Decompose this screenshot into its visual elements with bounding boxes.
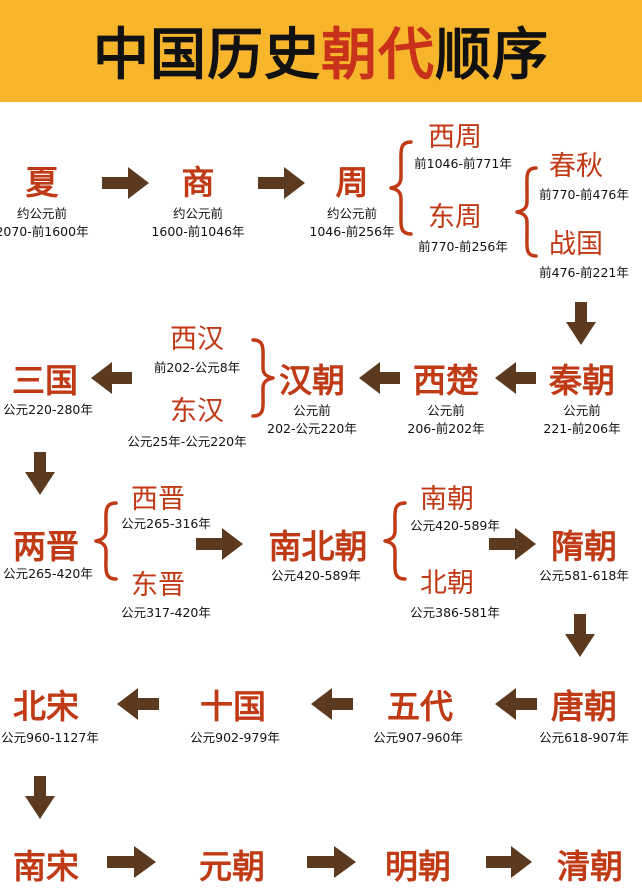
dynasty-dongzhou-line1: 前770-前256年 (418, 239, 508, 254)
right-arrow-icon (196, 528, 243, 560)
left-arrow-icon (91, 362, 132, 394)
dynasty-nansong: 南宋 (13, 847, 79, 886)
dynasty-xihan-line1: 前202-公元8年 (154, 360, 240, 375)
dynasty-dongjin-line1: 公元317-420年 (121, 605, 211, 620)
brace-zhou (389, 140, 413, 236)
dynasty-xichu: 西楚 (413, 361, 479, 400)
dynasty-han-line1: 公元前 (293, 403, 331, 418)
right-arrow-icon (258, 167, 305, 199)
left-arrow-icon (117, 688, 159, 720)
brace-dongzhou (515, 166, 538, 258)
dynasty-xia-line2: 2070-前1600年 (0, 224, 89, 239)
dynasty-sanguo-line1: 公元220-280年 (3, 402, 93, 417)
dynasty-zhou-line2: 1046-前256年 (309, 224, 394, 239)
dynasty-han: 汉朝 (279, 361, 345, 400)
title-banner: 中国历史朝代顺序 (0, 0, 642, 102)
dynasty-nanbeichao: 南北朝 (269, 527, 368, 566)
dynasty-han-line2: 202-公元220年 (267, 421, 357, 436)
dynasty-beisong: 北宋 (13, 687, 79, 726)
dynasty-zhou-line1: 约公元前 (327, 206, 377, 221)
dynasty-xichu-line2: 206-前202年 (407, 421, 484, 436)
left-arrow-icon (495, 688, 537, 720)
dynasty-qin-line1: 公元前 (563, 403, 601, 418)
dynasty-beichao: 北朝 (420, 568, 474, 599)
dynasty-wudai-line1: 公元907-960年 (373, 730, 463, 745)
dynasty-tang-line1: 公元618-907年 (539, 730, 629, 745)
dynasty-nanchao: 南朝 (420, 484, 474, 515)
dynasty-xijin-line1: 公元265-316年 (121, 516, 211, 531)
right-arrow-icon (486, 846, 532, 878)
dynasty-liangjin: 两晋 (13, 527, 79, 566)
dynasty-xia-line1: 约公元前 (17, 206, 67, 221)
dynasty-chunqiu: 春秋 (549, 151, 603, 182)
dynasty-xizhou: 西周 (428, 122, 482, 153)
dynasty-shiguo: 十国 (200, 687, 266, 726)
down-arrow-icon (565, 614, 595, 657)
right-arrow-icon (107, 846, 156, 878)
dynasty-nanchao-line1: 公元420-589年 (410, 518, 500, 533)
dynasty-shang-line2: 1600-前1046年 (151, 224, 244, 239)
dynasty-xijin: 西晋 (131, 484, 185, 515)
dynasty-chunqiu-line1: 前770-前476年 (539, 187, 629, 202)
page-title: 中国历史朝代顺序 (0, 10, 642, 91)
dynasty-beisong-line1: 公元960-1127年 (1, 730, 99, 745)
brace-liangjin (94, 501, 118, 581)
dynasty-donghan-line1: 公元25年-公元220年 (127, 434, 246, 449)
dynasty-dongjin: 东晋 (131, 570, 185, 601)
title-part-2: 顺序 (435, 23, 549, 88)
dynasty-sui: 隋朝 (551, 527, 617, 566)
dynasty-xichu-line1: 公元前 (427, 403, 465, 418)
dynasty-sanguo: 三国 (12, 361, 78, 400)
right-arrow-icon (489, 528, 536, 560)
dynasty-xia: 夏 (26, 163, 60, 202)
right-arrow-icon (102, 167, 149, 199)
dynasty-nanbeichao-line1: 公元420-589年 (271, 568, 361, 583)
dynasty-qin: 秦朝 (548, 361, 615, 400)
dynasty-donghan: 东汉 (170, 396, 224, 427)
dynasty-xizhou-line1: 前1046-前771年 (414, 156, 512, 171)
brace-han (251, 338, 275, 418)
brace-nanbeichao (383, 501, 407, 581)
dynasty-wudai: 五代 (387, 687, 453, 726)
dynasty-xihan: 西汉 (170, 324, 224, 355)
dynasty-ming: 明朝 (385, 847, 451, 886)
dynasty-liangjin-line1: 公元265-420年 (3, 566, 93, 581)
down-arrow-icon (25, 776, 55, 819)
dynasty-shang-line1: 约公元前 (173, 206, 223, 221)
dynasty-tang: 唐朝 (551, 687, 617, 726)
right-arrow-icon (307, 846, 356, 878)
dynasty-yuan: 元朝 (199, 847, 265, 886)
title-part-1: 中国历史 (93, 23, 321, 88)
dynasty-zhou: 周 (336, 163, 369, 202)
dynasty-zhanguo: 战国 (549, 229, 603, 260)
left-arrow-icon (311, 688, 353, 720)
dynasty-sui-line1: 公元581-618年 (539, 568, 629, 583)
dynasty-shiguo-line1: 公元902-979年 (190, 730, 280, 745)
down-arrow-icon (566, 302, 596, 345)
dynasty-beichao-line1: 公元386-581年 (410, 605, 500, 620)
left-arrow-icon (495, 362, 536, 394)
dynasty-shang: 商 (182, 163, 215, 202)
dynasty-dongzhou: 东周 (428, 202, 482, 233)
dynasty-qin-line2: 221-前206年 (543, 421, 620, 436)
title-highlight: 朝代 (321, 23, 435, 88)
dynasty-zhanguo-line1: 前476-前221年 (539, 265, 629, 280)
down-arrow-icon (25, 452, 55, 495)
left-arrow-icon (359, 362, 400, 394)
dynasty-qing: 清朝 (557, 847, 623, 886)
